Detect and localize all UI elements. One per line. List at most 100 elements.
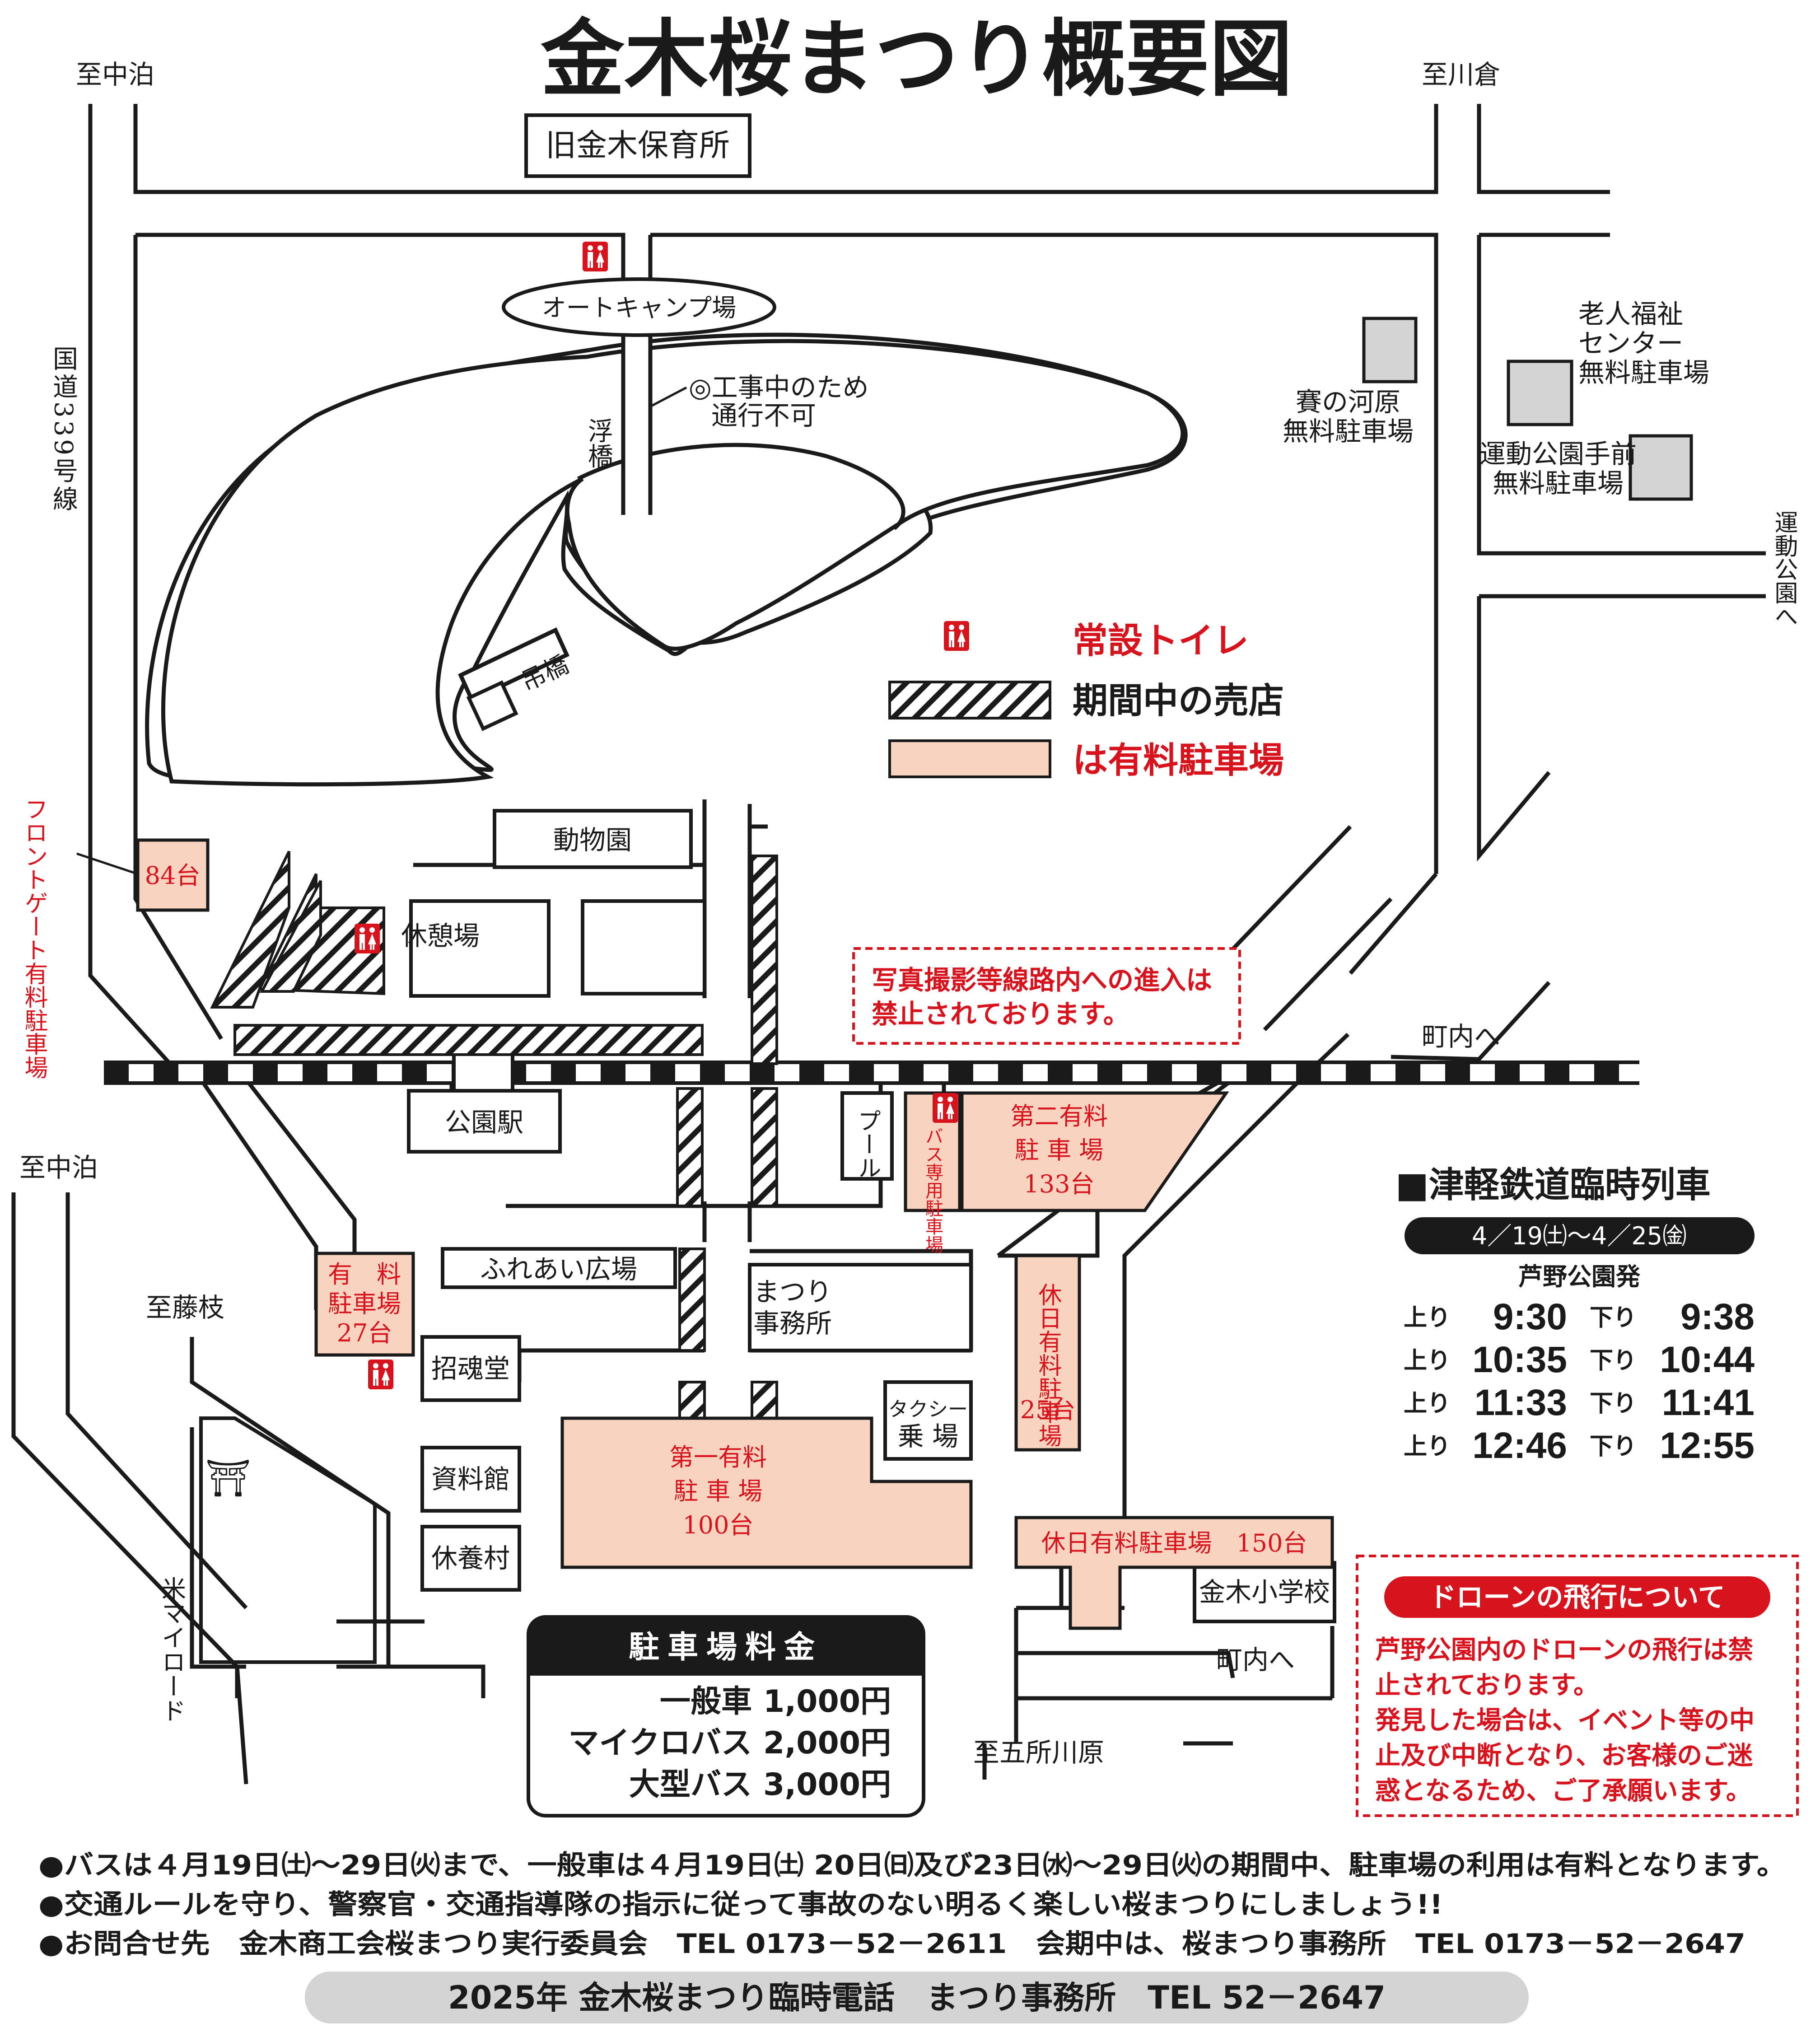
elderly-label-1: 老人福祉 [1578, 299, 1683, 329]
front-gate-label: フロントゲート有料駐車場 [20, 797, 47, 1079]
holiday-150-parking [1014, 1516, 1334, 1630]
taxi-label-1: タクシー [888, 1398, 968, 1421]
toilet-icon-bus [933, 1093, 958, 1123]
fee-vehicle: マイクロバス [568, 1725, 752, 1761]
train-title: ■津軽鉄道臨時列車 [1395, 1165, 1711, 1205]
photo-notice: 写真撮影等線路内への進入は 禁止されております。 [852, 947, 1241, 1045]
to-town-bottom: 町内へ [1216, 1645, 1295, 1675]
holiday-25-parking [1014, 1254, 1081, 1452]
taxi-box [883, 1380, 973, 1461]
drone-line5: 惑となるため、ご了承願います。 [1375, 1776, 1751, 1806]
sports-park-direction: 運動公園へ [1770, 510, 1797, 628]
train-down-time: 10:44 [1660, 1339, 1755, 1380]
elderly-label-3: 無料駐車場 [1578, 357, 1709, 388]
park-station-box [407, 1089, 562, 1154]
east-building [581, 899, 706, 995]
holiday150-label: 休日有料駐車場 150台 [1041, 1529, 1307, 1557]
shokon-box [420, 1335, 521, 1402]
elderly-label-2: センター [1578, 328, 1683, 359]
fureai-box [441, 1247, 677, 1289]
toilet-icon-camp [583, 242, 608, 271]
to-fujieda: 至藤枝 [146, 1292, 224, 1323]
front-gate-parking [136, 838, 210, 912]
train-down-time: 12:55 [1660, 1425, 1755, 1466]
first-paid-parking [560, 1416, 973, 1569]
construction-note-line1: ◎工事中のため [689, 372, 869, 403]
legend: 常設トイレ 期間中の売店 は有料駐車場 [888, 620, 1284, 781]
construction-note-line2: 通行不可 [711, 400, 816, 431]
museum-label: 資料館 [431, 1464, 510, 1495]
train-down-label: 下り [1590, 1304, 1637, 1332]
legend-stall-label: 期間中の売店 [1073, 680, 1284, 721]
rest-area-label: 休憩場 [401, 920, 480, 951]
museum-box [420, 1446, 521, 1513]
fee-title: 駐車場料金 [629, 1630, 823, 1665]
legend-paid-swatch [888, 739, 1051, 778]
first-parking-label-1: 第一有料 [669, 1443, 767, 1472]
train-up-label: 上り [1404, 1304, 1451, 1332]
drone-title: ドローンの飛行について [1429, 1582, 1725, 1613]
old-nursery-label: 旧金木保育所 [546, 128, 730, 164]
pool-box [840, 1091, 894, 1181]
train-up-time: 12:46 [1472, 1425, 1567, 1466]
sainokawara-label-1: 賽の河原 [1296, 387, 1400, 417]
station-platform [452, 1048, 514, 1093]
fee-price: 1,000円 [763, 1684, 891, 1719]
footer-line2: ●交通ルールを守り、警察官・交通指導隊の指示に従って事故のない明るく楽しい桜まつ… [38, 1889, 1443, 1920]
sports-label-1: 運動公園手前 [1479, 439, 1637, 469]
paid-27-parking [314, 1252, 415, 1357]
taxi-label-2: 乗 場 [898, 1421, 958, 1452]
school-label: 金木小学校 [1199, 1577, 1330, 1607]
zoo-label: 動物園 [553, 825, 632, 855]
to-nakadomari-mid: 至中泊 [19, 1152, 98, 1183]
free-parking-blocks [1362, 317, 1693, 501]
floating-bridge [621, 334, 653, 515]
fee-price: 3,000円 [763, 1767, 891, 1803]
front-gate-leader [76, 852, 138, 875]
train-down-label: 下り [1590, 1433, 1637, 1460]
suspension-bridge [458, 627, 569, 731]
train-up-label: 上り [1404, 1347, 1451, 1374]
paid27-label-2: 駐車場 [328, 1289, 401, 1318]
toilet-icon-rest [355, 924, 380, 953]
toilet-icon-paid27 [368, 1360, 393, 1389]
second-parking-label-3: 133台 [1023, 1170, 1094, 1198]
buildings [407, 113, 1336, 1623]
zoo-box [493, 809, 693, 869]
paid-parking-areas [136, 838, 1334, 1630]
stall-areas [210, 850, 778, 1420]
old-nursery-box [524, 113, 751, 178]
footer-line3: ●お問合せ先 金木商工会桜まつり実行委員会 TEL 0173－52－2611 会… [38, 1928, 1745, 1960]
second-parking-label-1: 第二有料 [1010, 1102, 1108, 1131]
kyuyo-label: 休養村 [431, 1543, 510, 1574]
photo-notice-line1: 写真撮影等線路内への進入は [872, 965, 1212, 995]
second-paid-parking [960, 1091, 1229, 1212]
drone-line3: 発見した場合は、イベント等の中 [1375, 1706, 1755, 1735]
first-parking-label-3: 100台 [682, 1511, 753, 1539]
holiday25-count: 25台 [1020, 1396, 1076, 1424]
rice-road-label: 米マイロード [158, 1576, 186, 1723]
park-station-label: 公園駅 [445, 1107, 523, 1138]
floating-bridge-label: 浮橋 [584, 418, 613, 468]
train-up-label: 上り [1404, 1390, 1451, 1417]
rest-area-box [409, 899, 551, 998]
kyuyo-box [420, 1525, 521, 1592]
train-period-bar [1405, 1217, 1755, 1254]
auto-camp-ellipse [502, 277, 776, 337]
shrine-block [199, 1416, 377, 1664]
lake-outline [161, 339, 1185, 787]
bus-only-label: バス専用駐車場 [922, 1127, 943, 1253]
legend-toilet-label: 常設トイレ [1073, 620, 1249, 661]
paid27-label-1: 有 料 [328, 1260, 401, 1289]
railway-line [104, 1061, 1639, 1085]
train-down-label: 下り [1590, 1390, 1637, 1417]
footer-bar-text: 2025年 金木桜まつり臨時電話 まつり事務所 TEL 52－2647 [448, 1979, 1386, 2016]
to-goshogawara: 至五所川原 [973, 1737, 1104, 1768]
train-up-time: 10:35 [1472, 1339, 1567, 1380]
train-up-label: 上り [1404, 1433, 1451, 1460]
school-box [1193, 1561, 1336, 1623]
route-339-label: 国道339号線 [49, 346, 78, 514]
